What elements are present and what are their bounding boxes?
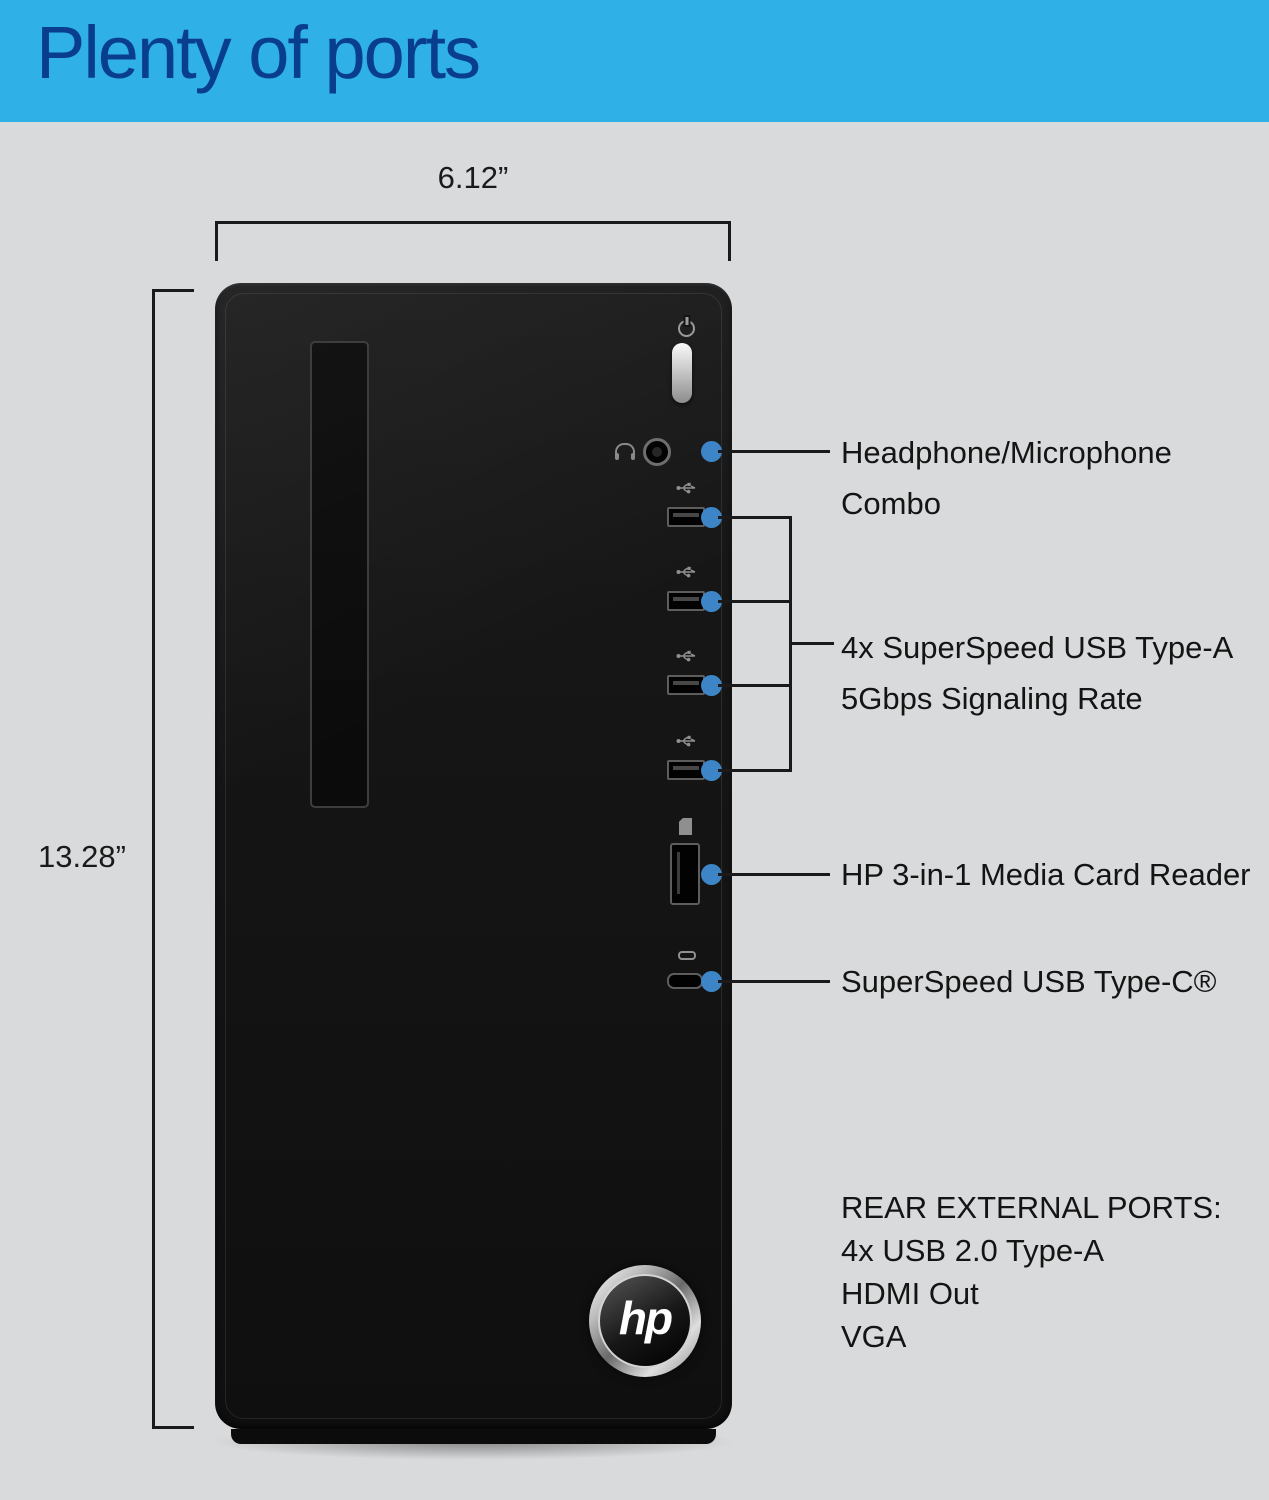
leader-line-usb-4 (718, 769, 791, 772)
callout-usb-c: SuperSpeed USB Type-C® (841, 956, 1217, 1007)
usb-c-port (667, 973, 703, 989)
usb-icon (676, 735, 696, 747)
leader-line-usb-c (718, 980, 830, 983)
width-dimension-label: 6.12” (437, 160, 509, 195)
leader-line-headphone (718, 450, 830, 453)
height-dimension-tick-bottom (152, 1426, 194, 1429)
width-dimension-tick-left (215, 221, 218, 261)
callout-usb-a: 4x SuperSpeed USB Type-A 5Gbps Signaling… (841, 622, 1233, 724)
callout-headphone-line2: Combo (841, 486, 941, 521)
callout-card-reader: HP 3-in-1 Media Card Reader (841, 849, 1251, 900)
usb-a-port (667, 591, 705, 611)
port-indicator-dot (701, 864, 722, 885)
hp-logo: hp (589, 1265, 701, 1377)
port-indicator-dot (701, 591, 722, 612)
rear-ports-item: HDMI Out (841, 1276, 979, 1311)
front-panel-bezel (225, 293, 722, 1419)
usb-c-icon (678, 951, 696, 960)
headset-icon (615, 443, 635, 460)
rear-ports-title: REAR EXTERNAL PORTS: (841, 1190, 1222, 1225)
width-dimension-tick-right (728, 221, 731, 261)
power-icon (678, 320, 695, 337)
leader-line-card-reader (718, 873, 830, 876)
rear-ports-item: VGA (841, 1319, 907, 1354)
height-dimension-label: 13.28” (38, 839, 126, 874)
leader-line-usb-2 (718, 600, 791, 603)
port-indicator-dot (701, 507, 722, 528)
callout-headphone-line1: Headphone/Microphone (841, 435, 1172, 470)
usb-icon (676, 482, 696, 494)
tower-base (231, 1429, 716, 1444)
usb-a-port (667, 675, 705, 695)
headphone-jack (643, 438, 671, 466)
port-indicator-dot (701, 971, 722, 992)
height-dimension-line (152, 289, 155, 1429)
power-button (672, 343, 692, 403)
page-title: Plenty of ports (36, 11, 481, 94)
usb-a-port (667, 760, 705, 780)
port-indicator-dot (701, 675, 722, 696)
leader-line-usb-1 (718, 516, 791, 519)
rear-ports-item: 4x USB 2.0 Type-A (841, 1233, 1105, 1268)
callout-usb-line2: 5Gbps Signaling Rate (841, 681, 1143, 716)
hp-logo-text: hp (618, 1292, 673, 1344)
hp-logo-ring: hp (598, 1274, 692, 1368)
leader-line-usb-mid (789, 642, 834, 645)
card-reader-slot (670, 843, 700, 905)
usb-icon (676, 566, 696, 578)
callout-usbc-line1: SuperSpeed USB Type-C® (841, 964, 1217, 999)
callout-card-line1: HP 3-in-1 Media Card Reader (841, 857, 1251, 892)
rear-ports-block: REAR EXTERNAL PORTS: 4x USB 2.0 Type-A H… (841, 1186, 1222, 1358)
usb-icon (676, 650, 696, 662)
callout-usb-line1: 4x SuperSpeed USB Type-A (841, 630, 1234, 665)
port-indicator-dot (701, 441, 722, 462)
header-banner: Plenty of ports (0, 0, 1269, 122)
height-dimension-tick-top (152, 289, 194, 292)
leader-line-usb-3 (718, 684, 791, 687)
callout-headphone: Headphone/Microphone Combo (841, 427, 1172, 529)
tower: hp (215, 283, 732, 1429)
optical-drive-slot (310, 341, 369, 808)
width-dimension-line (215, 221, 731, 224)
usb-a-port (667, 507, 705, 527)
sd-card-icon (679, 818, 692, 835)
port-indicator-dot (701, 760, 722, 781)
